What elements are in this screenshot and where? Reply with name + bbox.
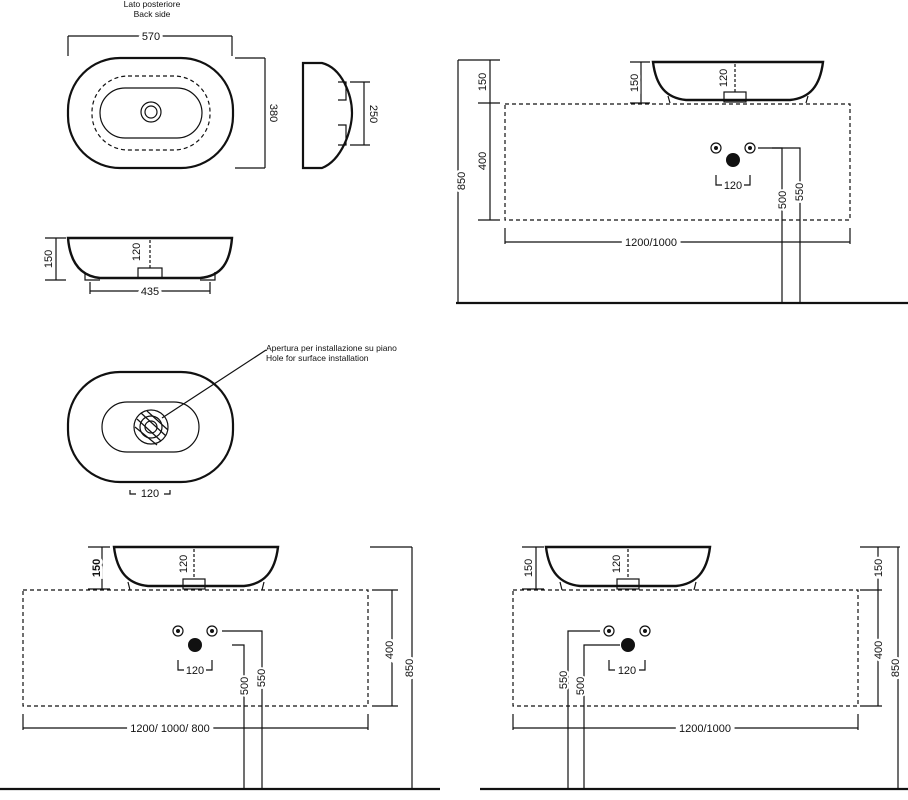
br-cabinet — [512, 589, 859, 707]
right-cabinet-height-label: 400 — [477, 152, 489, 170]
front-base-label: 435 — [141, 286, 159, 298]
right-cabinet-width-label: 1200/1000 — [625, 237, 677, 249]
br-drain-label: 120 — [611, 555, 623, 573]
top-width-label: 570 — [142, 31, 160, 43]
bl-pipe-b-label: 550 — [256, 669, 268, 687]
front-drain-label: 120 — [131, 243, 143, 261]
bl-tap-right-icon — [206, 625, 218, 637]
right-bowl — [651, 60, 825, 102]
right-bowl-height-label: 150 — [629, 74, 641, 92]
elevation-bottom-left: 120 150 120 500 550 400 850 1200/ 1000/ … — [0, 545, 440, 791]
bl-tap-left-icon — [172, 625, 184, 637]
br-taps-spacing-label: 120 — [618, 665, 636, 677]
br-waste-pipe-icon — [621, 638, 635, 652]
top-view: Lato posteriore Back side 570 380 — [66, 0, 279, 170]
bl-drain-label: 120 — [178, 555, 190, 573]
wall-elevation-right: 850 150 400 120 150 120 500 550 1200/100 — [454, 59, 908, 305]
right-cabinet — [504, 103, 851, 221]
bl-waste-pipe-icon — [188, 638, 202, 652]
hole-view-basin — [101, 401, 200, 453]
bl-cabinet — [22, 589, 369, 707]
bl-bowl — [112, 545, 280, 588]
br-tap-right-icon — [639, 625, 651, 637]
br-bowl-height-label: 150 — [873, 559, 885, 577]
front-height-label: 150 — [43, 250, 55, 268]
bl-total-height-label: 850 — [404, 659, 416, 677]
hole-size-label: 120 — [141, 488, 159, 500]
right-total-height-label: 850 — [456, 172, 468, 190]
side-view-outline — [301, 61, 354, 170]
hole-icon — [133, 409, 169, 445]
br-cabinet-height-label: 400 — [873, 641, 885, 659]
back-side-label-en: Back side — [134, 9, 171, 19]
right-drain-label: 120 — [718, 69, 730, 87]
drain-outer-icon — [140, 101, 162, 123]
elevation-bottom-right: 120 150 120 550 500 150 400 850 1200/100… — [480, 545, 908, 791]
hole-note-it: Apertura per installazione su piano — [266, 343, 397, 353]
waste-pipe-icon — [726, 153, 740, 167]
bl-basin-height-label: 150 — [91, 559, 103, 577]
top-depth-label: 380 — [267, 104, 279, 122]
side-view: 250 — [301, 61, 382, 170]
hole-view: Apertura per installazione su piano Hole… — [66, 343, 397, 500]
drain-inner-icon — [144, 105, 158, 119]
br-pipe-a-label: 550 — [558, 671, 570, 689]
hole-note-en: Hole for surface installation — [266, 353, 369, 363]
bl-drain-icon — [182, 578, 206, 590]
right-pipe-a-label: 500 — [777, 191, 789, 209]
right-pipe-b-label: 550 — [794, 183, 806, 201]
right-taps-spacing-label: 120 — [724, 180, 742, 192]
br-basin-height-label: 150 — [523, 559, 535, 577]
br-tap-left-icon — [603, 625, 615, 637]
bl-taps-spacing-label: 120 — [186, 665, 204, 677]
bl-cabinet-height-label: 400 — [384, 641, 396, 659]
front-view: 120 150 435 — [41, 236, 234, 301]
br-total-height-label: 850 — [890, 659, 902, 677]
top-view-basin — [99, 87, 203, 139]
back-side-label-it: Lato posteriore — [124, 0, 181, 9]
hole-view-outline — [66, 370, 235, 484]
br-pipe-b-label: 500 — [575, 677, 587, 695]
bl-cabinet-width-label: 1200/ 1000/ 800 — [130, 723, 210, 735]
tap-right-icon — [744, 142, 756, 154]
br-cabinet-width-label: 1200/1000 — [679, 723, 731, 735]
br-drain-icon — [616, 578, 640, 590]
top-view-inner-dashed — [91, 75, 211, 151]
side-inner-label: 250 — [367, 105, 379, 123]
bl-pipe-a-label: 500 — [239, 677, 251, 695]
top-view-outline — [66, 56, 235, 170]
tap-left-icon — [710, 142, 722, 154]
right-basin-height-label: 150 — [477, 73, 489, 91]
